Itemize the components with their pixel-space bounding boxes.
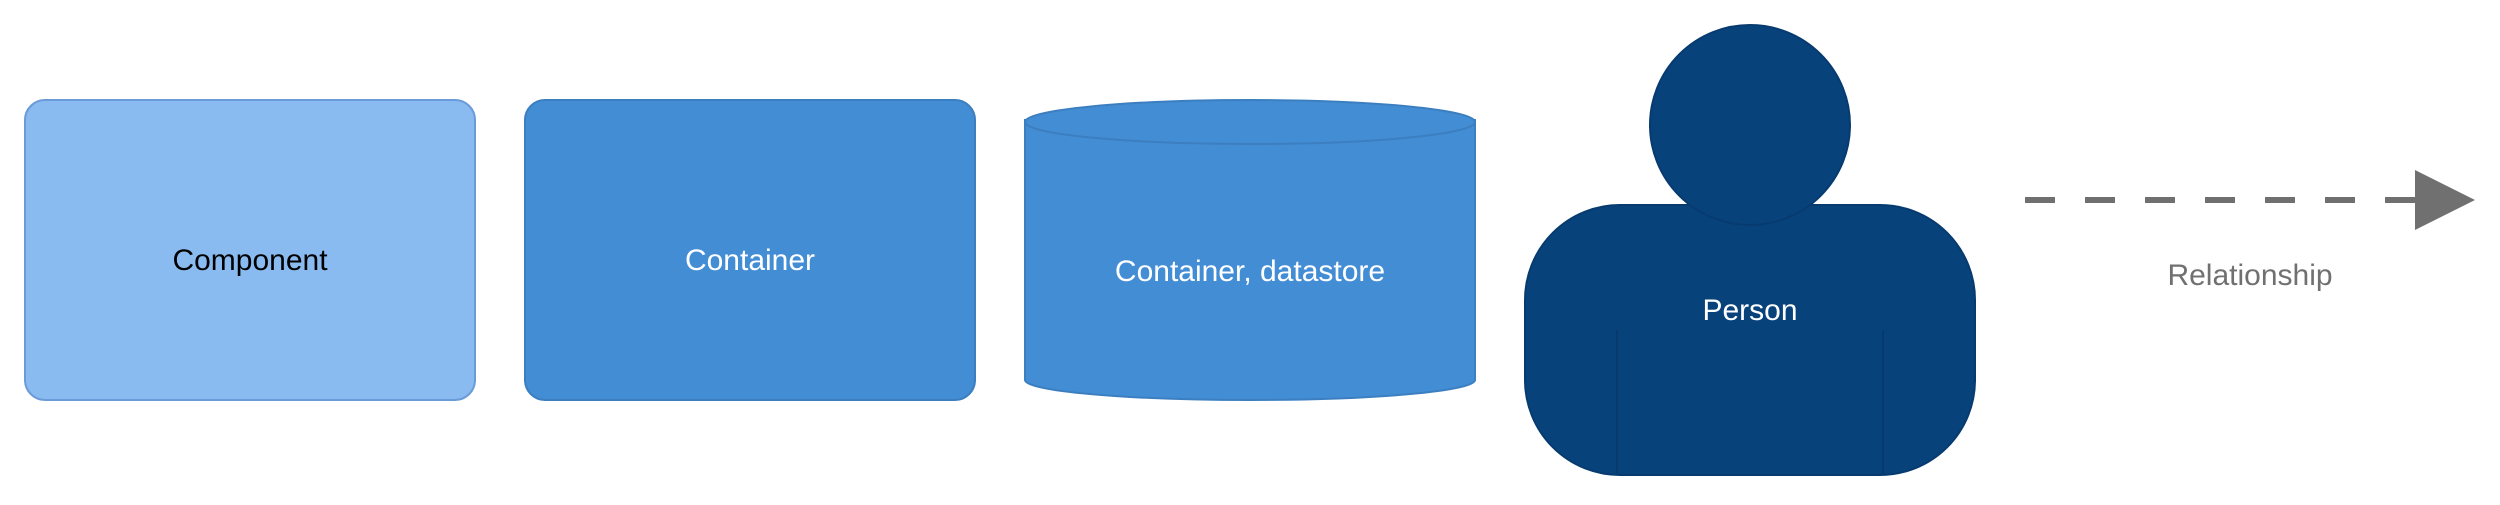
person-element[interactable]: Person: [1524, 24, 1976, 476]
container-label: Container: [685, 244, 815, 277]
relationship-arrowhead: [2415, 170, 2475, 230]
datastore-label: Container, datastore: [1115, 255, 1385, 288]
datastore-cylinder-body: [1024, 119, 1476, 401]
datastore-cylinder-top: [1024, 99, 1476, 145]
component-box: [24, 99, 476, 401]
relationship-label: Relationship: [2167, 259, 2332, 292]
person-body: [1524, 204, 1976, 476]
component-label: Component: [172, 244, 328, 277]
person-head: [1649, 24, 1851, 226]
container-box: [524, 99, 976, 401]
person-label: Person: [1702, 294, 1797, 327]
container-element[interactable]: Container: [524, 99, 976, 401]
datastore-element[interactable]: Container, datastore: [1024, 99, 1476, 401]
component-element[interactable]: Component: [24, 99, 476, 401]
relationship-element[interactable]: Relationship: [2025, 170, 2475, 292]
